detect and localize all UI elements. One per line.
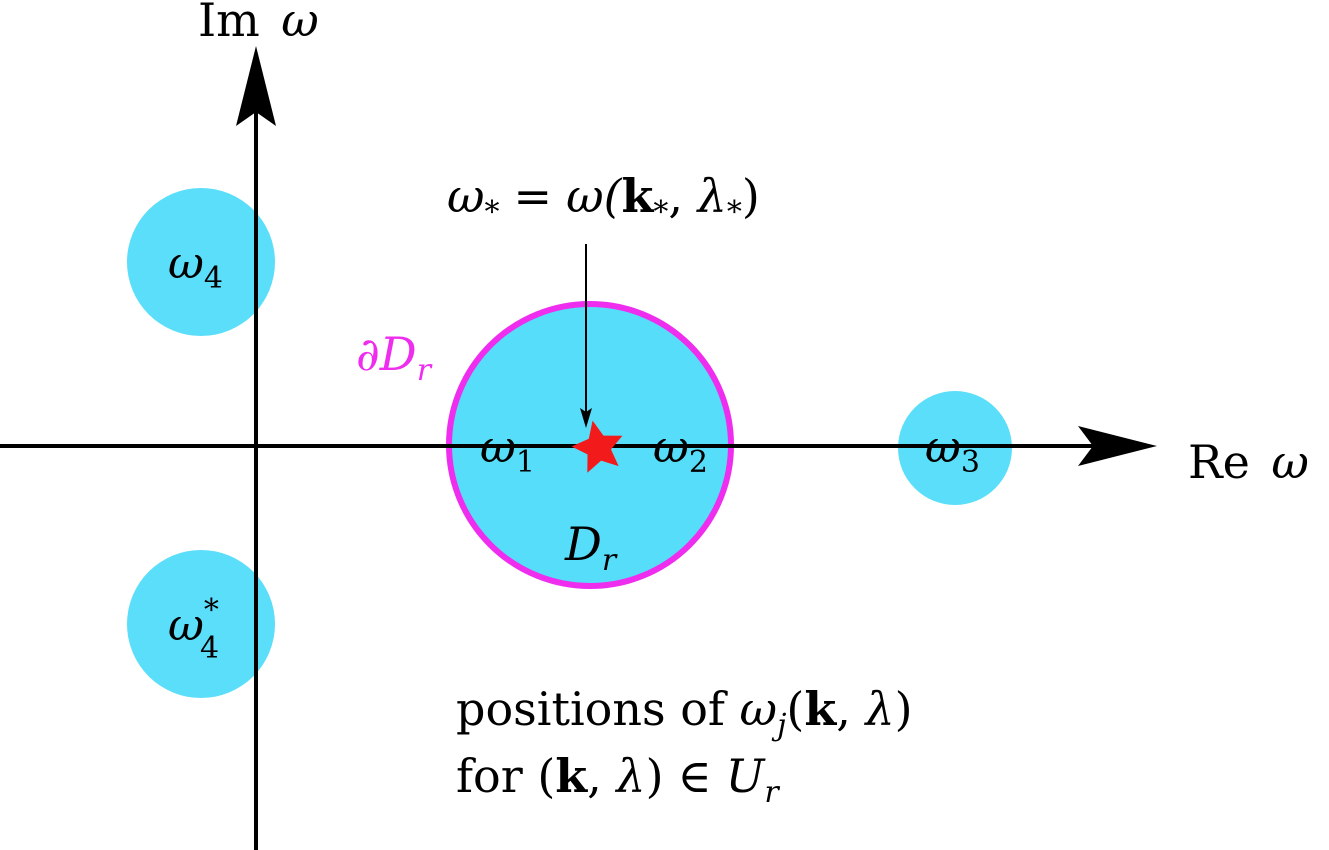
root-label-w4: ω4 [168,238,223,296]
root-region-w4star [127,550,275,698]
caption-line-2: for (k, λ)∈Ur [456,749,780,810]
im-arrowhead-icon [236,46,276,126]
star-icon [571,420,623,473]
im-axis-label: Im ω [198,0,319,47]
critical-point-equation: ω*=ω(k*, λ*) [447,169,760,230]
re-axis-label: Re ω [1188,435,1309,489]
domain-boundary-label: ∂Dr [356,327,433,388]
root-label-w4star: ω*4 [168,593,219,666]
pointer-arrowhead-icon [580,408,592,428]
root-label-w2: ω2 [653,422,708,480]
root-region-w4 [127,188,275,336]
re-arrowhead-icon [1078,426,1157,466]
caption-line-1: positions of ωj(k, λ) [456,682,913,743]
domain-interior-label: Dr [564,517,618,578]
root-label-w3: ω3 [925,422,980,480]
root-label-w1: ω1 [480,422,535,480]
